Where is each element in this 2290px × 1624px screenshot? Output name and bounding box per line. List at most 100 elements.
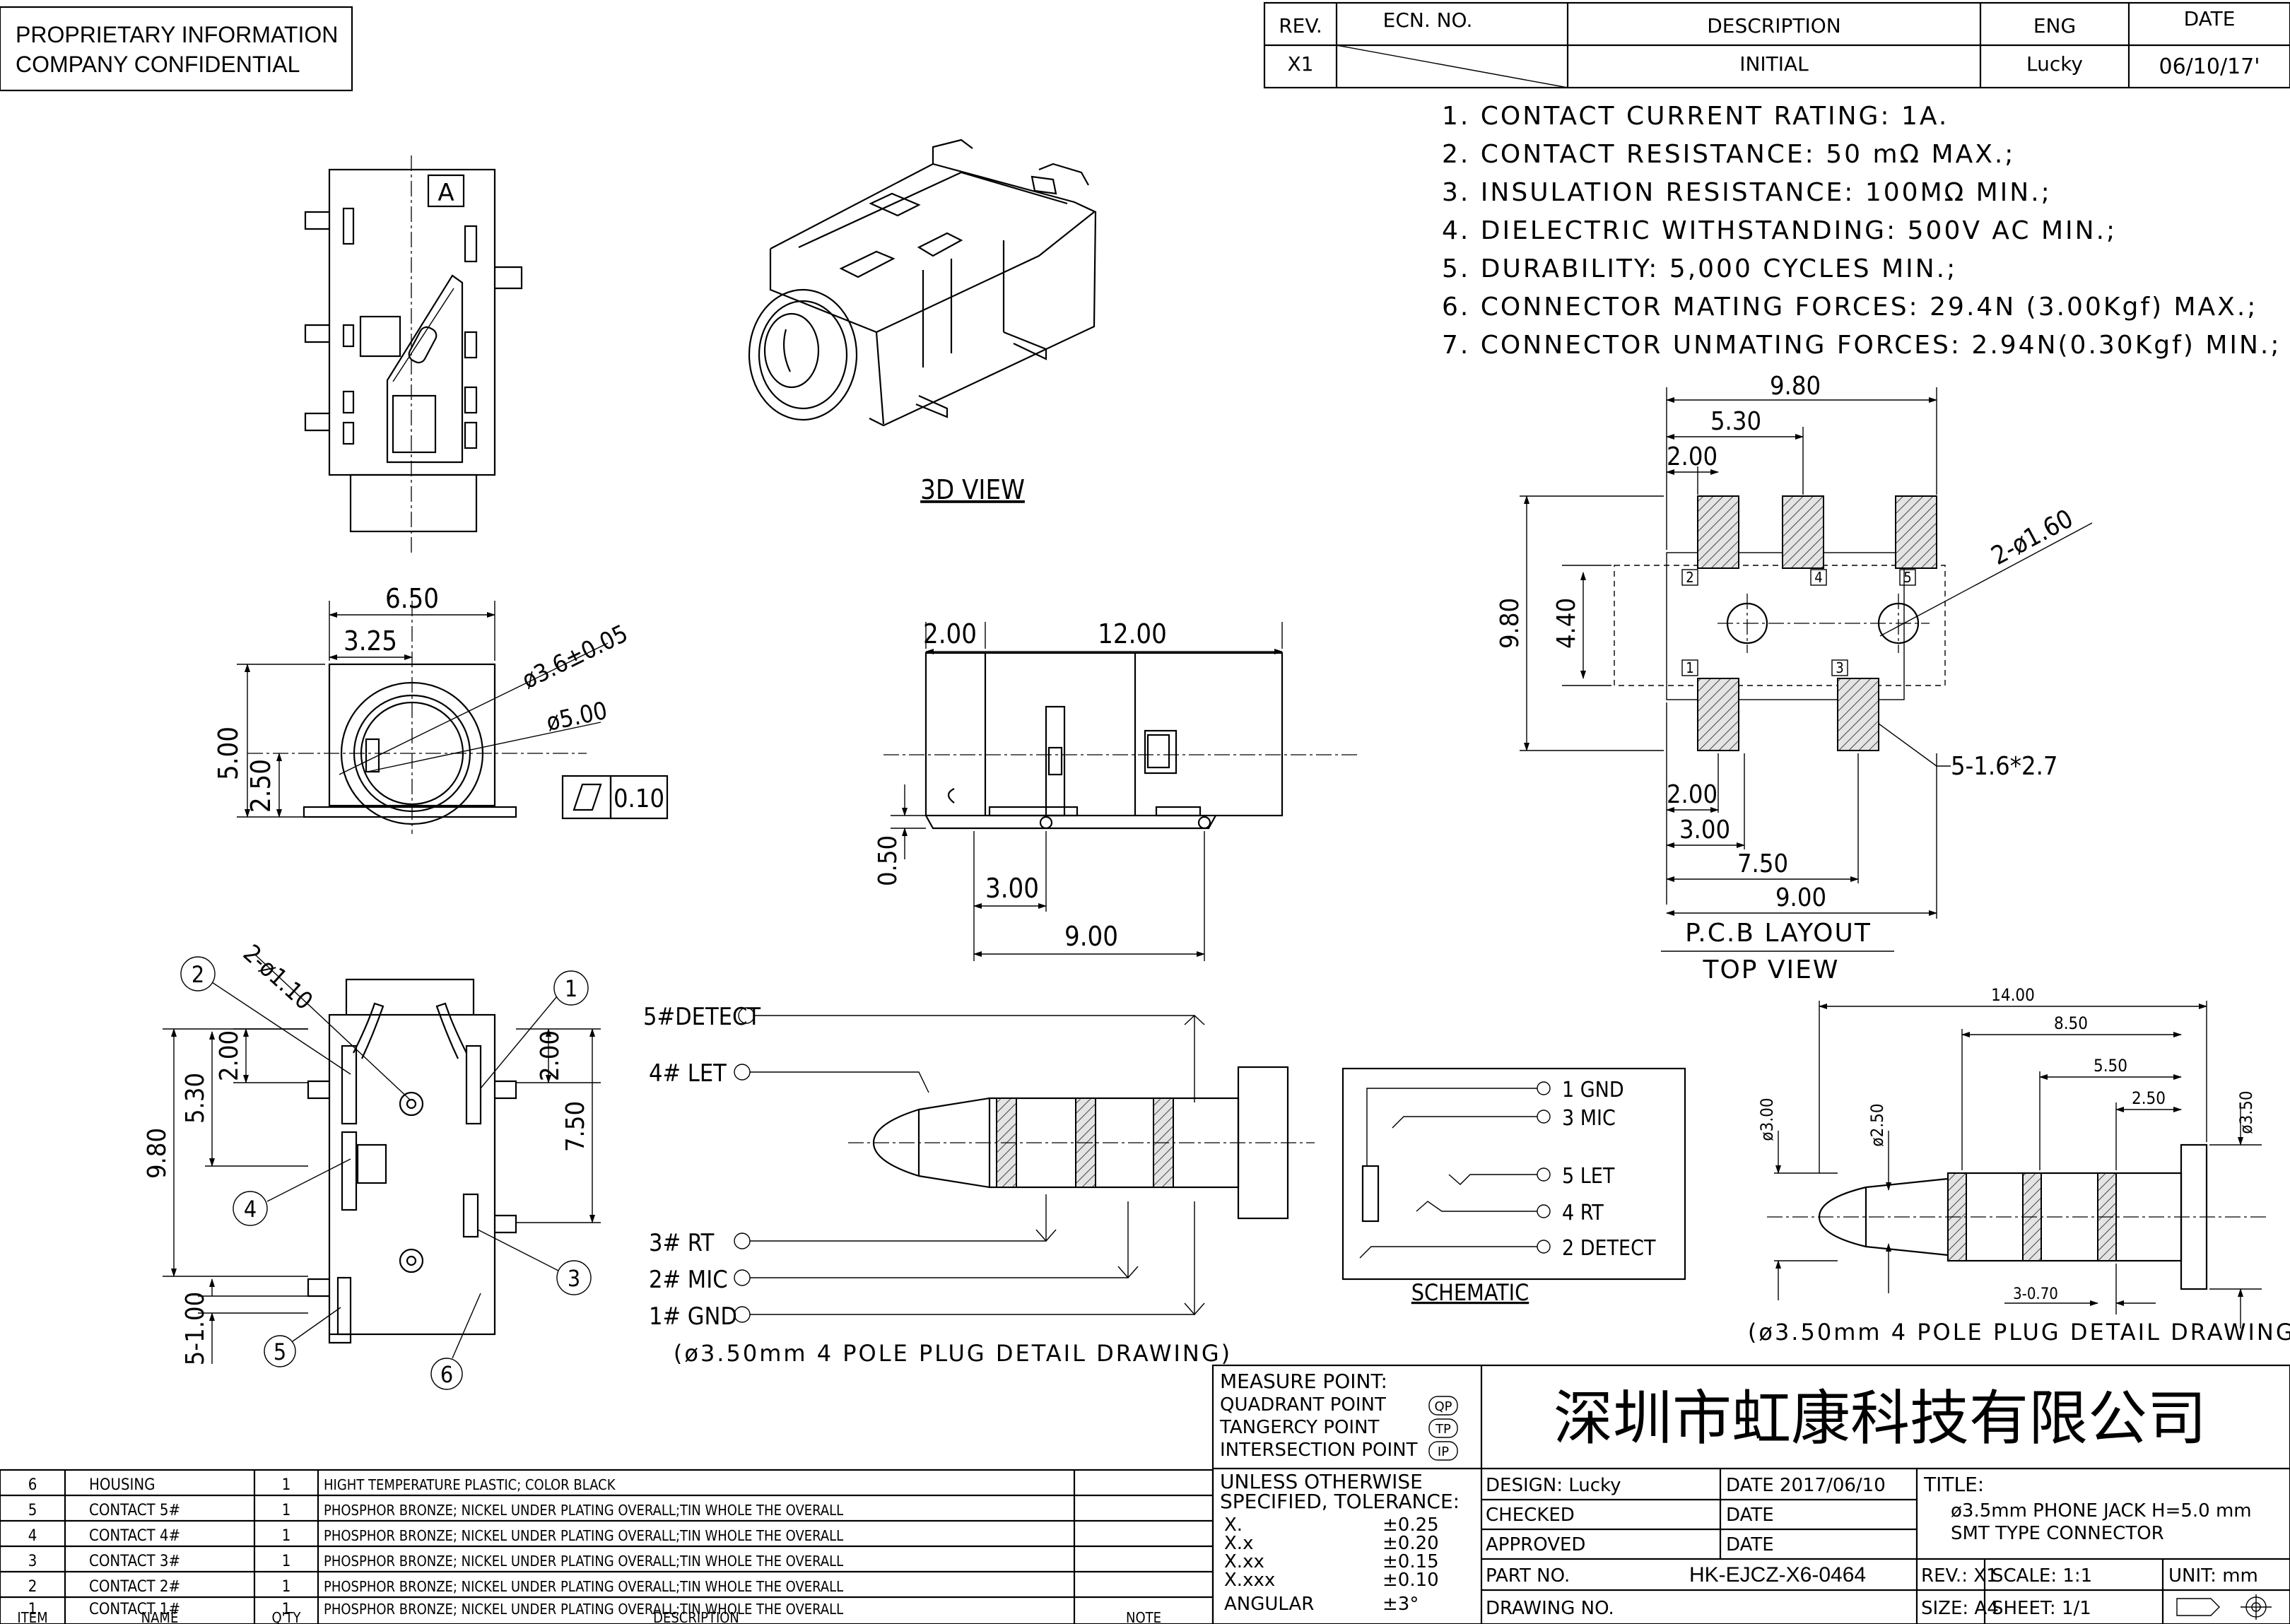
title-label: TITLE: — [1923, 1473, 1984, 1496]
bom-header-description: DESCRIPTION — [653, 1609, 739, 1624]
side-dim-length: 12.00 — [1098, 618, 1167, 649]
3d-view: 3D VIEW — [748, 139, 1097, 505]
pcb-dim-bottom-offset: 2.00 — [1667, 780, 1718, 809]
sch-label-rt: 4 RT — [1562, 1201, 1604, 1225]
revision-table: REV. ECN. NO. DESCRIPTION ENG DATE X1 IN… — [1263, 1, 2290, 89]
measure-ip-code: IP — [1438, 1444, 1449, 1459]
title-block: MEASURE POINT: QUADRANT POINT TANGERCY P… — [1211, 1364, 2290, 1624]
spec-5: 5. DURABILITY: 5,000 CYCLES MIN.; — [1442, 254, 1957, 283]
tol-xx-value: ±0.20 — [1382, 1533, 1439, 1554]
pcb-layout-label: P.C.B LAYOUT — [1685, 919, 1872, 948]
pcb-dim-width: 9.80 — [1770, 372, 1821, 401]
pcb-dim-pad3: 7.50 — [1737, 849, 1788, 878]
plug-wiring-label: (ø3.50mm 4 POLE PLUG DETAIL DRAWING) — [674, 1340, 1232, 1367]
pad-label-3: 3 — [1836, 659, 1843, 676]
sch-label-mic: 3 MIC — [1562, 1106, 1616, 1131]
bom-item-6: 6 — [28, 1476, 37, 1494]
front-dim-height: 5.00 — [213, 726, 244, 780]
bom-desc-4: PHOSPHOR BRONZE; NICKEL UNDER PLATING OV… — [324, 1527, 843, 1544]
pcb-dim-offset: 2.00 — [1667, 442, 1718, 471]
confidential-box: PROPRIETARY INFORMATION COMPANY CONFIDEN… — [0, 6, 353, 92]
bom-name-1: CONTACT 1# — [89, 1601, 180, 1618]
bom-item-1: 1 — [28, 1601, 37, 1618]
plan-dim-holes: 2-ø1.10 — [237, 939, 318, 1016]
date-header: DATE — [2184, 7, 2236, 30]
title-line-1: ø3.5mm PHONE JACK H=5.0 mm — [1951, 1500, 2252, 1522]
bom-name-6: HOUSING — [89, 1476, 155, 1494]
plan-dim-mid: 5.30 — [181, 1073, 210, 1124]
bom-desc-1: PHOSPHOR BRONZE; NICKEL UNDER PLATING OV… — [324, 1601, 843, 1618]
rev-header: REV. — [1279, 14, 1322, 37]
side-dim-pin: 3.00 — [985, 873, 1039, 904]
title-line-2: SMT TYPE CONNECTOR — [1951, 1523, 2164, 1544]
wire-label-let: 4# LET — [649, 1059, 727, 1088]
front-dim-center: 2.50 — [245, 759, 276, 813]
measure-qp-label: QUADRANT POINT — [1220, 1394, 1386, 1416]
balloon-1: 1 — [565, 975, 577, 1002]
bom-desc-5: PHOSPHOR BRONZE; NICKEL UNDER PLATING OV… — [324, 1502, 843, 1519]
bom-qty-2: 1 — [282, 1578, 291, 1596]
flatness-value: 0.10 — [613, 784, 664, 813]
bom-item-5: 5 — [28, 1502, 37, 1519]
side-dim-front: 2.00 — [923, 618, 977, 649]
top-view-label: TOP VIEW — [1702, 955, 1839, 984]
approved-label: APPROVED — [1486, 1534, 1585, 1555]
tol-x-value: ±0.25 — [1382, 1514, 1439, 1536]
plug-detail-label: (ø3.50mm 4 POLE PLUG DETAIL DRAWING) — [1748, 1319, 2290, 1346]
tol-xxx-value: ±0.15 — [1382, 1551, 1439, 1572]
spec-2: 2. CONTACT RESISTANCE: 50 mΩ MAX.; — [1442, 140, 2015, 169]
plug-dim-body: 8.50 — [2054, 1013, 2088, 1033]
pad-label-5: 5 — [1903, 569, 1911, 586]
bom-item-4: 4 — [28, 1527, 37, 1545]
bom-header-note: NOTE — [1126, 1609, 1161, 1624]
tol-x-label: X. — [1224, 1514, 1243, 1536]
measure-tp-code: TP — [1435, 1422, 1451, 1437]
spec-list: 1. CONTACT CURRENT RATING: 1A. 2. CONTAC… — [1442, 102, 2279, 360]
checked-date: DATE — [1726, 1505, 1774, 1526]
plug-wiring: 5#DETECT 4# LET 3# RT 2# MIC 1# GND (ø3.… — [643, 1003, 1315, 1367]
measure-qp-code: QP — [1434, 1399, 1452, 1414]
measure-tp-label: TANGERCY POINT — [1219, 1417, 1380, 1438]
tol-xx-label: X.x — [1224, 1533, 1253, 1554]
design-date: DATE 2017/06/10 — [1726, 1475, 1886, 1496]
bom-desc-2: PHOSPHOR BRONZE; NICKEL UNDER PLATING OV… — [324, 1578, 843, 1595]
pcb-dim-slot: 4.40 — [1552, 598, 1581, 649]
bom-header-name: NAME — [141, 1609, 179, 1624]
spec-1: 1. CONTACT CURRENT RATING: 1A. — [1442, 102, 1949, 131]
pad-label-1: 1 — [1686, 659, 1693, 676]
side-dim-span: 9.00 — [1064, 921, 1118, 952]
bom-qty-3: 1 — [282, 1553, 291, 1570]
bom-name-2: CONTACT 2# — [89, 1578, 180, 1596]
date-value: 06/10/17' — [2159, 54, 2260, 79]
plug-dim-length: 14.00 — [1991, 985, 2035, 1005]
ecn-header: ECN. NO. — [1383, 8, 1473, 32]
plug-dim-d250: ø2.50 — [1867, 1103, 1887, 1146]
pad-label-2: 2 — [1686, 569, 1693, 586]
a-mark: A — [438, 179, 454, 207]
balloon-6: 6 — [440, 1361, 453, 1388]
bom-name-3: CONTACT 3# — [89, 1553, 180, 1570]
bottom-plan-view: 1 2 3 4 5 6 2-ø1.10 2.00 5.30 9.80 2.00 — [143, 939, 601, 1390]
tol-xxxx-label: X.xxx — [1224, 1570, 1275, 1591]
approved-date: DATE — [1726, 1534, 1774, 1555]
balloon-3: 3 — [568, 1265, 580, 1292]
bom-qty-5: 1 — [282, 1502, 291, 1519]
tol-xxx-label: X.xx — [1224, 1551, 1264, 1572]
plug-dim-d350: ø3.50 — [2236, 1090, 2256, 1134]
pcb-dim-pad-span: 3.00 — [1679, 816, 1730, 845]
bom-item-3: 3 — [28, 1553, 37, 1570]
bom-qty-6: 1 — [282, 1476, 291, 1494]
plan-dim-pins: 5-1.00 — [181, 1292, 210, 1365]
tol-angular-value: ±3° — [1382, 1594, 1419, 1615]
bom-name-4: CONTACT 4# — [89, 1527, 180, 1545]
measure-ip-label: INTERSECTION POINT — [1220, 1440, 1418, 1461]
sch-label-detect: 2 DETECT — [1562, 1236, 1656, 1261]
front-dim-width: 6.50 — [385, 583, 439, 614]
3d-view-label: 3D VIEW — [920, 474, 1025, 505]
confidential-line-2: COMPANY CONFIDENTIAL — [16, 52, 300, 77]
pcb-dim-overall: 9.00 — [1775, 883, 1826, 912]
bom-qty-1: 1 — [282, 1601, 291, 1618]
wire-label-mic: 2# MIC — [649, 1266, 728, 1294]
spec-4: 4. DIELECTRIC WITHSTANDING: 500V AC MIN.… — [1442, 216, 2117, 245]
sch-label-gnd: 1 GND — [1562, 1078, 1624, 1102]
